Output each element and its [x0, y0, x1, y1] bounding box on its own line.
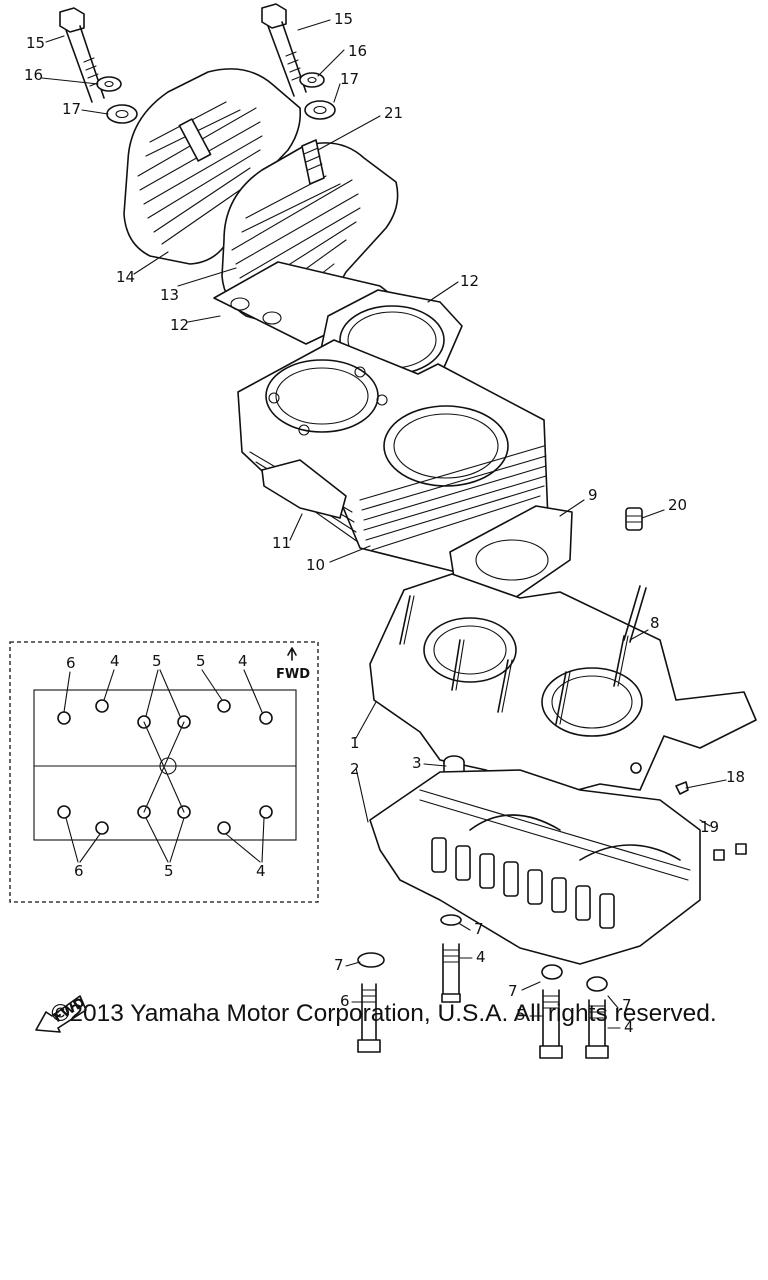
- bolt-18-19: [630, 762, 747, 861]
- callout-14: 14: [116, 268, 135, 286]
- stud-bolt-8: [623, 585, 647, 643]
- inset-label-4-top-left: 4: [110, 652, 120, 670]
- bolt-4-right: [585, 976, 609, 1059]
- cylinder-head-left: [123, 68, 302, 265]
- callout-15-right: 15: [334, 10, 353, 28]
- base-gasket-11: [261, 459, 347, 519]
- callout-8: 8: [650, 614, 660, 632]
- callout-7-right: 7: [622, 996, 632, 1014]
- inset-label-6-bottom: 6: [74, 862, 84, 880]
- callout-9: 9: [588, 486, 598, 504]
- upper-crankcase: [369, 573, 757, 801]
- callout-12-left: 12: [170, 316, 189, 334]
- lower-crankcase: [369, 769, 701, 965]
- callout-1: 1: [350, 734, 360, 752]
- callout-16-left: 16: [24, 66, 43, 84]
- washer-16-left: [96, 76, 122, 92]
- callout-20: 20: [668, 496, 687, 514]
- inset-label-4-bottom: 4: [256, 862, 266, 880]
- inset-labels: FWD 6 4 5 5 4 6 5 4: [63, 652, 310, 880]
- bolt-6: [357, 952, 385, 1053]
- callout-7-mid: 7: [508, 982, 518, 1000]
- engine-exploded-diagram: 15 15 16 16 17 17 21 14 13 12 12 11 10 9…: [9, 3, 757, 1059]
- spark-plug: [301, 139, 325, 185]
- inset-label-5-top-right: 5: [196, 652, 206, 670]
- screw-20: [625, 507, 643, 531]
- fwd-arrow-badge: [35, 995, 87, 1033]
- bolt-5-right: [539, 964, 563, 1059]
- copyright-notice: ©2013 Yamaha Motor Corporation, U.S.A. A…: [51, 1000, 717, 1027]
- callout-15-left: 15: [26, 34, 45, 52]
- callout-10: 10: [306, 556, 325, 574]
- washer-17-left: [106, 104, 138, 124]
- callout-6: 6: [340, 992, 350, 1010]
- callout-16-right: 16: [348, 42, 367, 60]
- bolt-order-inset: [9, 641, 319, 903]
- callout-7-center: 7: [474, 920, 484, 938]
- bolt-4-center: [440, 914, 462, 1003]
- callout-21: 21: [384, 104, 403, 122]
- callout-18: 18: [726, 768, 745, 786]
- washer-16-right: [299, 72, 325, 88]
- callout-4-center: 4: [476, 948, 486, 966]
- inset-label-4-top-right: 4: [238, 652, 248, 670]
- cylinder-head-bolt-left: [59, 7, 105, 103]
- callout-3: 3: [412, 754, 422, 772]
- inset-label-6-top: 6: [66, 654, 76, 672]
- callout-11: 11: [272, 534, 291, 552]
- callout-labels: 15 15 16 16 17 17 21 14 13 12 12 11 10 9…: [24, 10, 745, 1036]
- leader-lines: [41, 19, 727, 1029]
- inset-fwd-label: FWD: [276, 667, 310, 682]
- washer-17-right: [304, 100, 336, 120]
- callout-13: 13: [160, 286, 179, 304]
- callout-17-left: 17: [62, 100, 81, 118]
- inset-label-5-bottom: 5: [164, 862, 174, 880]
- inset-label-5-top-left: 5: [152, 652, 162, 670]
- callout-7-left: 7: [334, 956, 344, 974]
- callout-4-right: 4: [624, 1018, 634, 1036]
- callout-17-right: 17: [340, 70, 359, 88]
- callout-19: 19: [700, 818, 719, 836]
- callout-12-right: 12: [460, 272, 479, 290]
- callout-5: 5: [516, 1006, 526, 1024]
- callout-2: 2: [350, 760, 360, 778]
